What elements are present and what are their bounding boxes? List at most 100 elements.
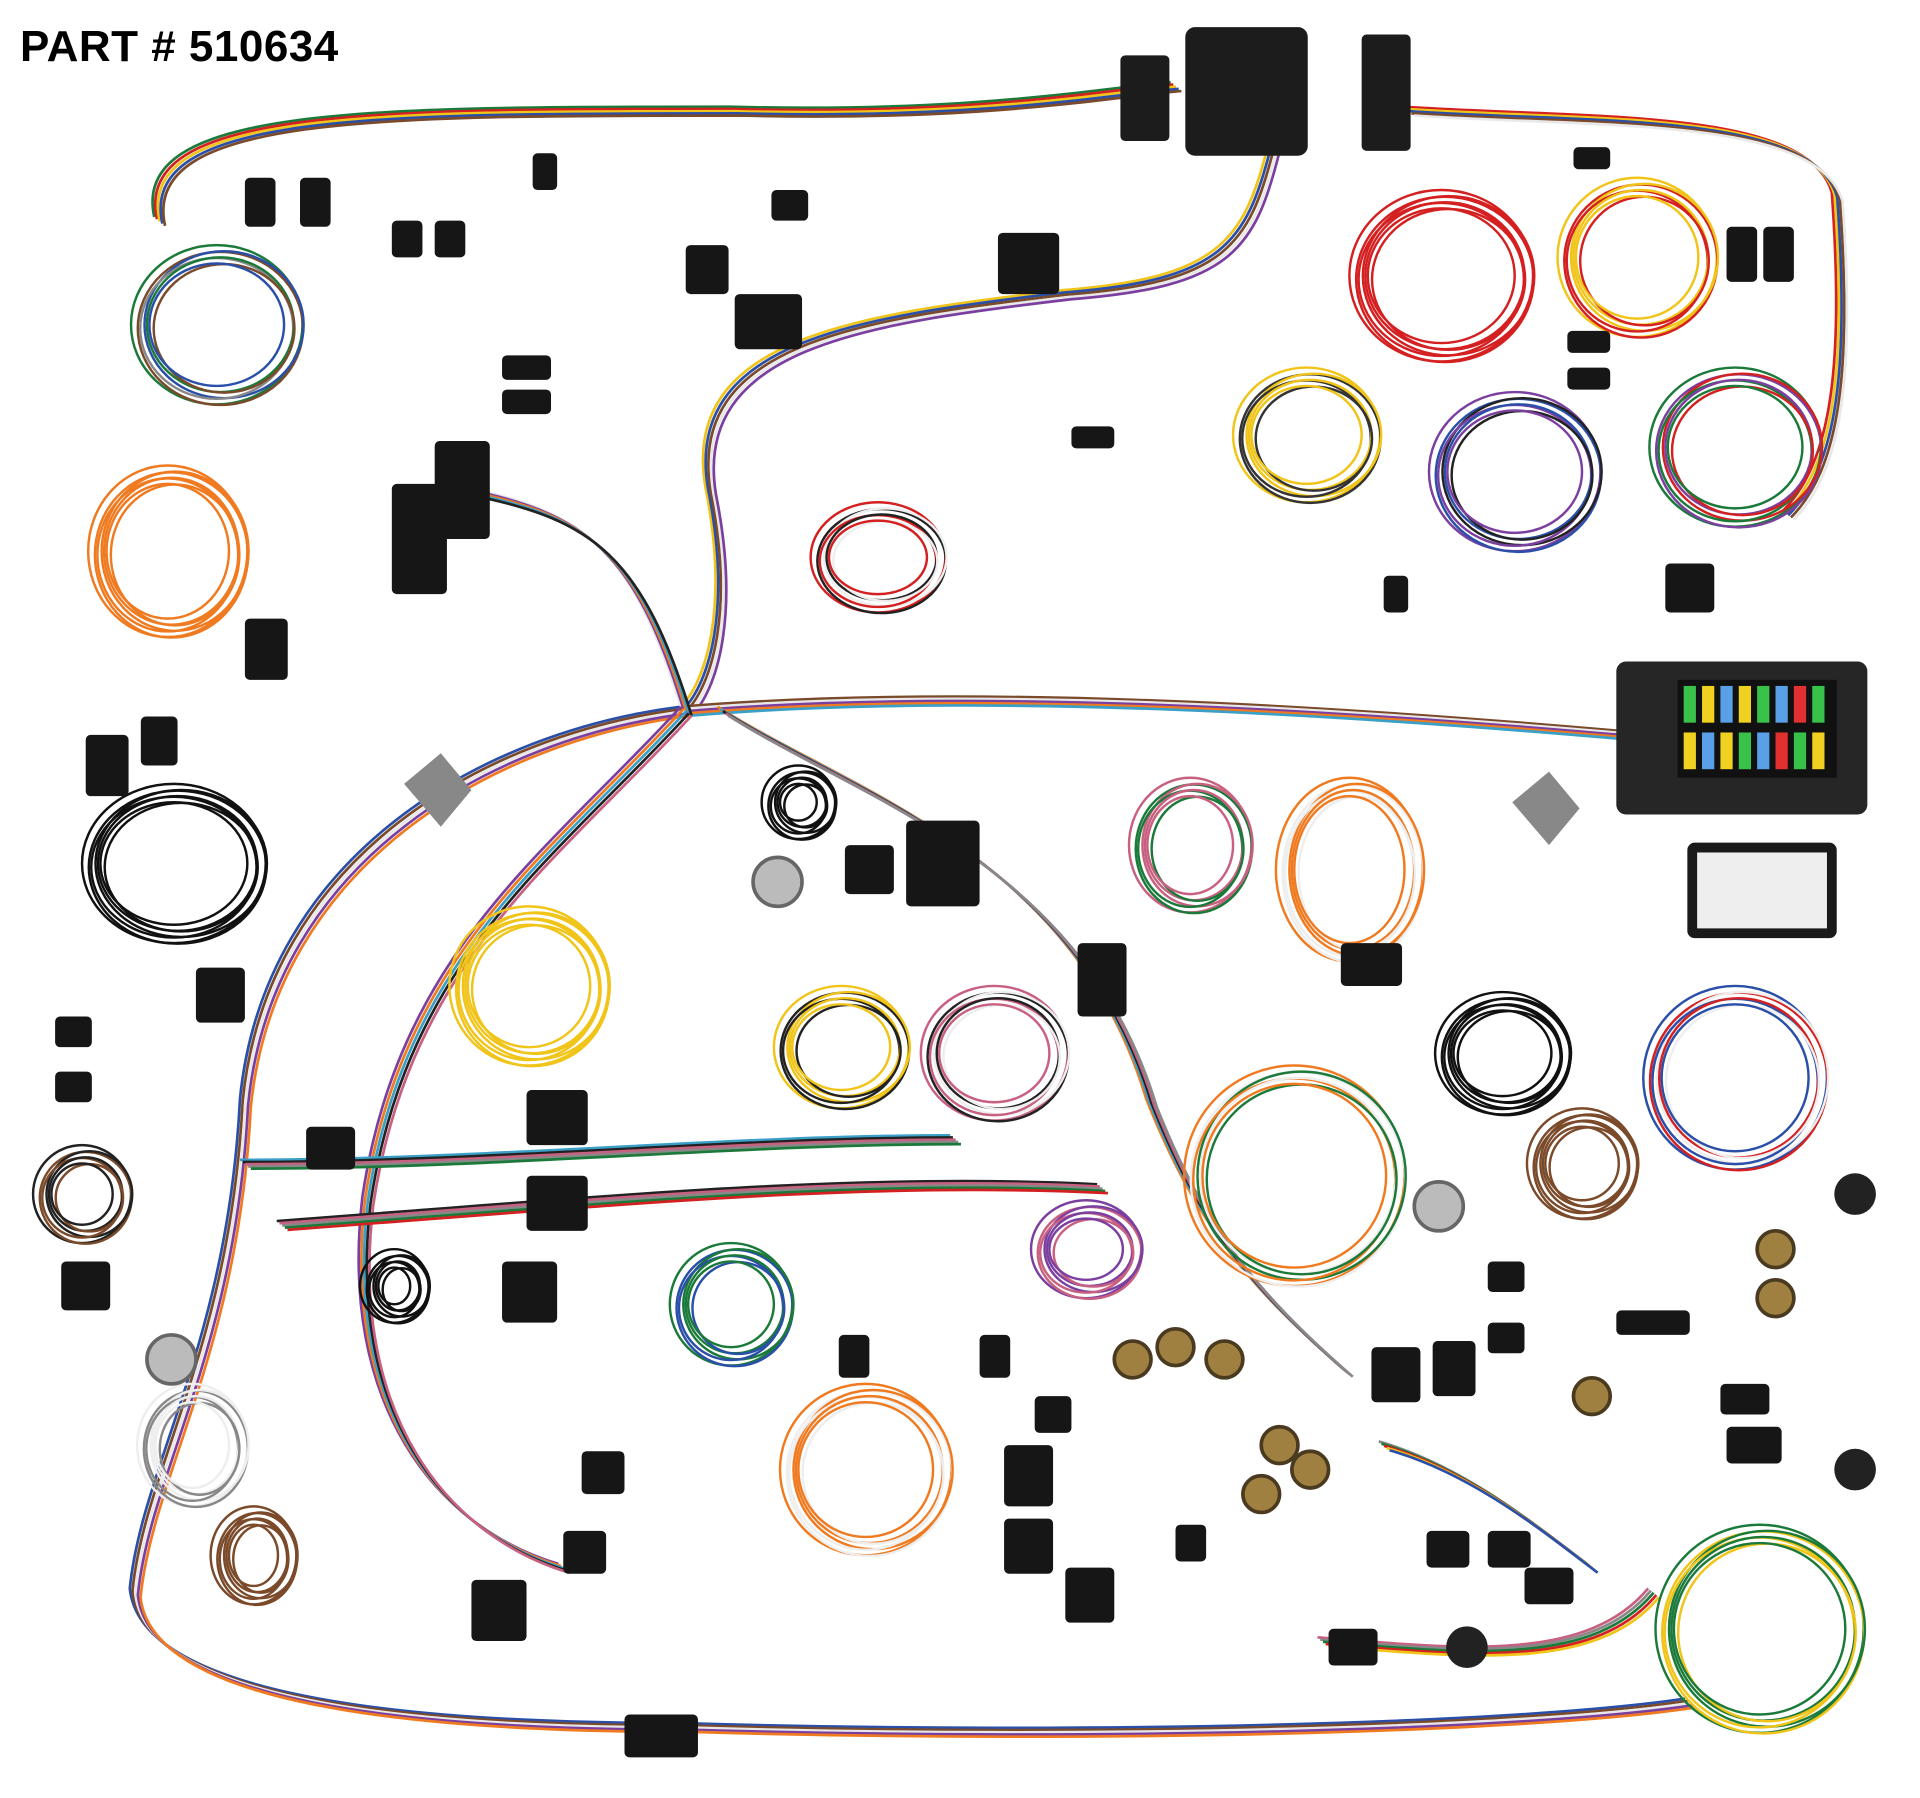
wire	[680, 695, 1624, 733]
wire-coil	[686, 1260, 776, 1349]
connector	[300, 177, 331, 227]
wire-coil	[102, 476, 241, 626]
wire	[468, 491, 691, 714]
wire-coil	[1189, 1071, 1407, 1288]
wire-coil	[1045, 1211, 1134, 1288]
harness-trunks	[128, 80, 1849, 1739]
wire-coil	[1250, 384, 1363, 486]
wire-coil	[1670, 1535, 1857, 1722]
fuse	[1738, 732, 1752, 770]
wire-coil	[136, 250, 305, 407]
wire	[460, 485, 683, 708]
wire	[1413, 114, 1849, 521]
wire	[1378, 1440, 1588, 1565]
fuse	[1720, 685, 1733, 723]
wire	[465, 489, 688, 712]
wire	[727, 714, 1354, 1378]
connector	[526, 1175, 588, 1231]
connector	[1432, 1341, 1476, 1397]
connector	[244, 177, 276, 227]
connector	[61, 1261, 111, 1311]
wire-coils	[31, 176, 1867, 1735]
wire-coil	[1293, 794, 1406, 945]
wire	[282, 1184, 1103, 1227]
part-number-label: PART # 510634	[20, 22, 339, 71]
connector	[55, 1071, 92, 1103]
wire-coil	[1672, 1541, 1847, 1716]
wire-coil	[87, 789, 268, 945]
connectors-and-parts	[55, 27, 1876, 1758]
connector	[502, 1261, 558, 1323]
connector	[1524, 1567, 1574, 1605]
wire-coil	[935, 996, 1061, 1110]
bulb-socket	[1755, 1277, 1796, 1319]
wire-coil	[1434, 397, 1603, 554]
wire-coil	[1452, 1009, 1553, 1098]
connector	[563, 1530, 607, 1574]
wire	[1411, 112, 1846, 519]
fuse	[1812, 685, 1825, 723]
wire-coil	[96, 794, 259, 933]
flasher-can	[1412, 1180, 1466, 1233]
connector	[1426, 1530, 1470, 1568]
connector	[306, 1126, 356, 1170]
wire-coil	[1281, 783, 1425, 964]
grommet	[1834, 1173, 1876, 1215]
wire	[139, 714, 1696, 1739]
connector	[1175, 1524, 1207, 1562]
wire-coil	[99, 801, 249, 926]
wire	[1389, 1448, 1599, 1574]
wire	[156, 85, 1177, 222]
connector	[581, 1451, 625, 1495]
wire-coil	[1052, 1217, 1135, 1288]
wire-coil	[1366, 207, 1516, 345]
connector	[1487, 1261, 1525, 1293]
fuse	[1775, 685, 1788, 723]
bulb-socket	[1259, 1424, 1300, 1466]
wire	[1408, 109, 1843, 517]
wire-coil	[105, 482, 231, 620]
connector	[434, 220, 466, 258]
wire	[151, 80, 1171, 218]
wire-coil	[1563, 183, 1719, 339]
connector	[844, 845, 894, 895]
connector	[685, 245, 729, 295]
wire-coil	[1541, 1119, 1630, 1208]
wire-coil	[778, 782, 818, 822]
connector	[502, 389, 552, 415]
fuse	[1775, 732, 1788, 770]
fuse	[1720, 732, 1733, 770]
wire-coil	[1572, 188, 1710, 326]
wire-coil	[825, 513, 938, 602]
flasher-can	[751, 855, 804, 909]
fuse	[1702, 685, 1715, 723]
wire-coil	[145, 256, 296, 394]
connector	[526, 1090, 588, 1146]
connector	[979, 1334, 1011, 1378]
wire	[276, 1179, 1098, 1223]
connector	[140, 716, 178, 766]
wire-coil	[937, 1003, 1051, 1104]
connector	[838, 1334, 870, 1378]
fuse	[1683, 732, 1696, 770]
wire-coil	[1048, 1217, 1125, 1282]
wire	[159, 87, 1179, 224]
wire	[287, 1188, 1108, 1232]
connector	[391, 483, 447, 595]
wire	[1403, 105, 1838, 512]
wire-coil	[1574, 194, 1700, 320]
wire	[279, 1181, 1100, 1225]
connector	[1004, 1445, 1054, 1507]
connector	[1573, 147, 1611, 170]
fuse	[1793, 732, 1807, 770]
connector	[1340, 943, 1403, 986]
wire	[153, 83, 1174, 220]
wire-coil	[148, 262, 286, 388]
fuse	[1757, 732, 1770, 770]
wire-coil	[785, 1389, 954, 1558]
connector	[1077, 943, 1127, 1017]
connector	[906, 820, 980, 907]
wire-coil	[675, 1248, 795, 1368]
